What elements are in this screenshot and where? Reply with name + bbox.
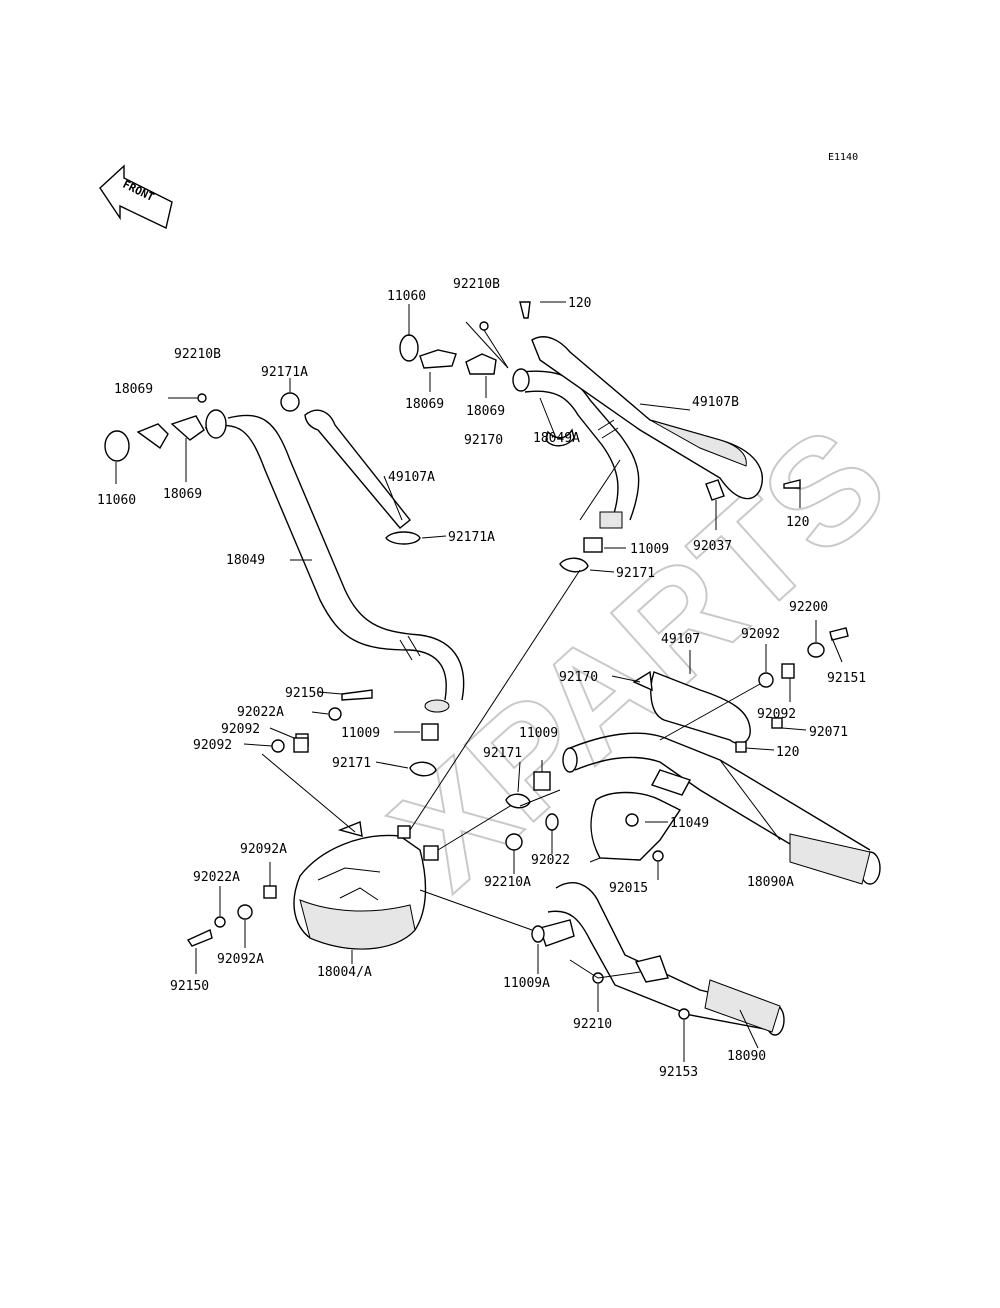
part-label: 92022 xyxy=(531,853,570,868)
gasket-92022 xyxy=(545,813,559,831)
part-label: 18090 xyxy=(727,1049,766,1064)
part-label: 18069 xyxy=(114,382,153,397)
nut-92153 xyxy=(678,1008,690,1020)
part-labels: 92210B 120 11060 18069 18069 92170 18049… xyxy=(97,277,866,1080)
part-label: 18069 xyxy=(466,404,505,419)
gasket-11009-upper xyxy=(583,537,603,553)
part-label: 92092 xyxy=(221,722,260,737)
part-label: 92092 xyxy=(757,707,796,722)
part-label: 92210B xyxy=(453,277,500,292)
part-label: 92071 xyxy=(809,725,848,740)
part-label: 92210 xyxy=(573,1017,612,1032)
gasket-11009A xyxy=(531,925,545,943)
nut-92210B-right xyxy=(479,321,489,331)
part-label: 49107B xyxy=(692,395,739,410)
part-label: 18049 xyxy=(226,553,265,568)
front-arrow-icon: FRONT xyxy=(99,164,173,230)
flange-18069-right-a xyxy=(419,349,457,369)
nut-92210B-left xyxy=(197,393,207,403)
right-header-pipe-18049A xyxy=(512,368,640,529)
part-label: 92171A xyxy=(448,530,495,545)
clamp-92171A-upper xyxy=(280,392,300,412)
part-label: 92210A xyxy=(484,875,531,890)
clamp-92171-upper xyxy=(559,557,589,573)
part-label: 120 xyxy=(786,515,809,530)
part-label: 92153 xyxy=(659,1065,698,1080)
clamp-92171A-lower xyxy=(385,531,421,545)
part-label: 92022A xyxy=(193,870,240,885)
gasket-11060-left xyxy=(104,430,130,462)
part-label: 92171 xyxy=(483,746,522,761)
part-label: 92022A xyxy=(237,705,284,720)
part-label: 92170 xyxy=(559,670,598,685)
bracket-92037 xyxy=(705,479,725,501)
nut-92015 xyxy=(652,850,664,862)
part-label: 11009 xyxy=(519,726,558,741)
left-header-pipe-18049 xyxy=(204,409,465,713)
part-label: 92092 xyxy=(193,738,232,753)
flange-18069-left-b xyxy=(170,415,205,441)
part-label: 18069 xyxy=(405,397,444,412)
flange-18069-right-b xyxy=(465,353,497,375)
part-label: 92092A xyxy=(240,842,287,857)
muffler-18090A xyxy=(562,732,881,885)
part-label: 120 xyxy=(776,745,799,760)
part-label: 92015 xyxy=(609,881,648,896)
bracket-11049 xyxy=(590,769,692,861)
clamp-92171-left xyxy=(409,761,437,777)
flange-18069-left-a xyxy=(136,423,169,450)
part-label: 92092 xyxy=(741,627,780,642)
nut-92210A xyxy=(505,833,523,851)
part-label: 92037 xyxy=(693,539,732,554)
bolt-120-top xyxy=(519,301,531,319)
part-label: 18004/A xyxy=(317,965,372,980)
clamp-92171-middle xyxy=(505,793,531,809)
left-heat-shield-49107A xyxy=(304,409,411,529)
part-label: 11060 xyxy=(97,493,136,508)
clamp-92170-upper xyxy=(545,428,575,447)
leader-lines xyxy=(115,301,843,1062)
part-label: 92150 xyxy=(170,979,209,994)
gasket-11009-left xyxy=(421,723,439,741)
gasket-11060-right xyxy=(399,334,419,362)
part-label: 92210B xyxy=(174,347,221,362)
part-label: 11009 xyxy=(630,542,669,557)
part-label: 11049 xyxy=(670,816,709,831)
part-label: 92151 xyxy=(827,671,866,686)
part-label: 11009A xyxy=(503,976,550,991)
right-heat-shield-49107B xyxy=(531,336,763,500)
part-label: 92171 xyxy=(616,566,655,581)
gasket-11009-middle xyxy=(533,771,551,791)
left-mount-bolt-set xyxy=(186,885,277,947)
diagram-code: E1140 xyxy=(828,152,858,163)
part-label: 92171 xyxy=(332,756,371,771)
part-label: 120 xyxy=(568,296,591,311)
part-label: 18049A xyxy=(533,431,580,446)
heat-shield-49107 xyxy=(632,670,751,745)
right-mount-bolt-set xyxy=(735,627,849,753)
part-label: 49107A xyxy=(388,470,435,485)
muffler-18090 xyxy=(539,882,785,1036)
part-label: 11060 xyxy=(387,289,426,304)
part-label: 49107 xyxy=(661,632,700,647)
part-label: 11009 xyxy=(341,726,380,741)
part-label: 92170 xyxy=(464,433,503,448)
muffler-chamber-18004A xyxy=(293,821,439,950)
part-label: 92171A xyxy=(261,365,308,380)
part-label: 18069 xyxy=(163,487,202,502)
clamp-92170-lower xyxy=(632,670,653,692)
part-label: 92092A xyxy=(217,952,264,967)
part-label: 18090A xyxy=(747,875,794,890)
part-label: 92200 xyxy=(789,600,828,615)
part-label: 92150 xyxy=(285,686,324,701)
mounting-bolt-set-left xyxy=(271,689,373,753)
